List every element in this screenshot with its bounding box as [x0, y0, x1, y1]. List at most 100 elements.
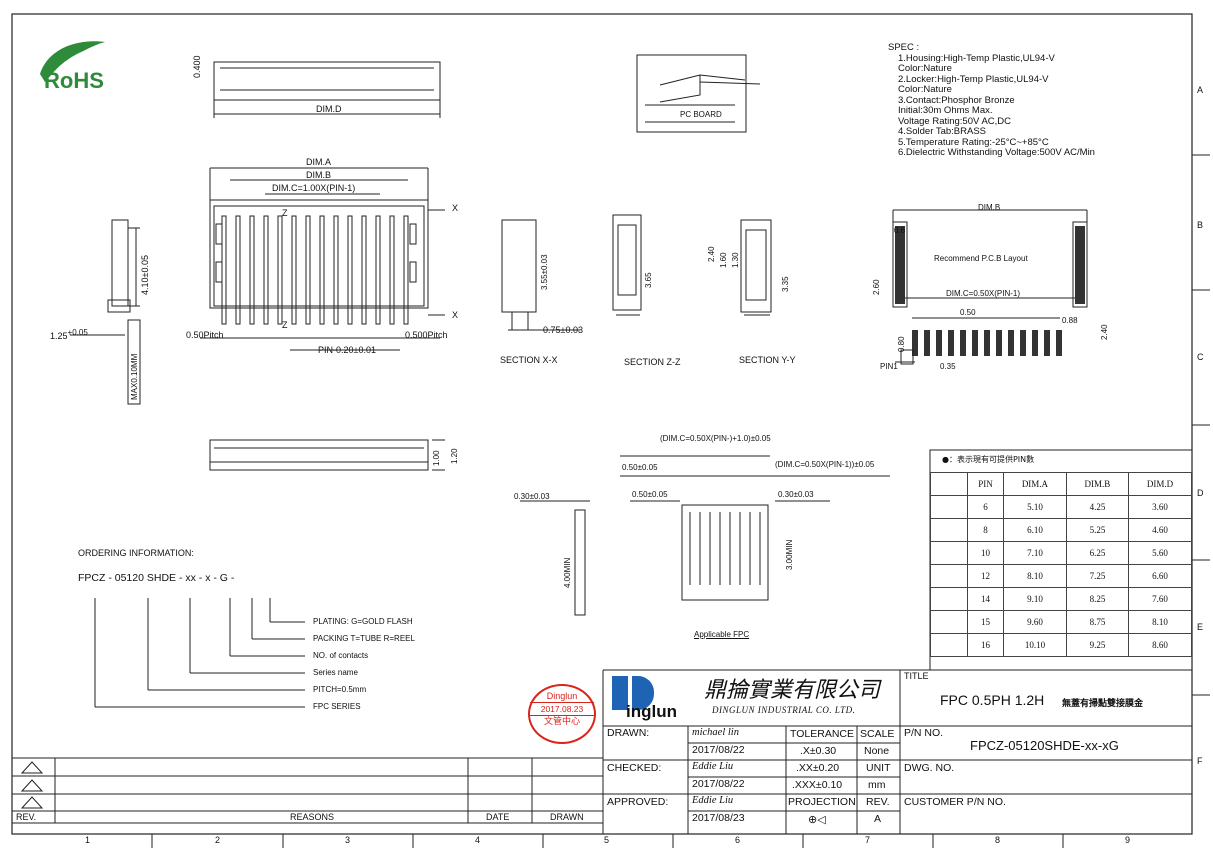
pcb-dim-035: 0.35 — [940, 362, 956, 371]
spec-line-2: Color:Nature — [898, 63, 952, 74]
checked-label: CHECKED: — [607, 762, 662, 774]
pcb-dim-088: 0.88 — [1062, 316, 1078, 325]
grid-col-2: 2 — [215, 835, 221, 845]
dim-160: 1.60 — [719, 252, 728, 268]
grid-col-3: 3 — [345, 835, 351, 845]
dim-125-value: 1.25 — [50, 331, 68, 341]
projection-label: PROJECTION — [788, 796, 856, 808]
table-header: DIM.A — [1002, 472, 1067, 496]
grid-col-1: 1 — [85, 835, 91, 845]
grid-col-9: 9 — [1125, 835, 1131, 845]
checked-by: Eddie Liu — [692, 761, 734, 772]
company-logo: inglun — [612, 676, 692, 722]
ordering-pitch: PITCH=0.5mm — [313, 685, 367, 694]
table-cell: 6.25 — [1065, 541, 1129, 565]
grid-col-4: 4 — [475, 835, 481, 845]
grid-col-5: 5 — [604, 835, 610, 845]
fpc-l030: 0.30±0.03 — [514, 492, 550, 501]
grid-row-b: B — [1197, 220, 1204, 230]
table-cell: 4.25 — [1065, 495, 1129, 519]
max-fpc-label: MAX0.10MM — [130, 353, 139, 400]
pcb-dim-240: 2.40 — [1100, 324, 1109, 340]
table-cell: 15 — [967, 610, 1004, 634]
table-cell: 6 — [967, 495, 1004, 519]
spec-line-8: 4.Solder Tab:BRASS — [898, 126, 987, 137]
table-cell: 7.60 — [1127, 587, 1193, 611]
leaf-icon — [40, 41, 105, 82]
fpc-top-dim: (DIM.C=0.50X(PIN-)+1.0)±0.05 — [660, 434, 771, 443]
table-cell: 7.10 — [1002, 541, 1067, 565]
logo-bars-icon — [612, 676, 628, 710]
table-cell: 8 — [967, 518, 1004, 542]
rev-value: A — [874, 813, 882, 825]
ordering-plating: PLATING: G=GOLD FLASH — [313, 617, 413, 626]
table-header: PIN — [967, 472, 1004, 496]
dim-b-label: DIM.B — [306, 170, 332, 180]
dim-100: 1.00 — [432, 450, 441, 466]
table-cell: 7.25 — [1065, 564, 1129, 588]
tolerance-3: .XXX±0.10 — [792, 779, 843, 791]
pcb-dim-06: 0.6 — [894, 226, 906, 235]
table-note: ●：表示現有可提供PIN數 — [942, 455, 1035, 464]
table-cell: 8.25 — [1065, 587, 1129, 611]
reasons-col-label: REASONS — [290, 812, 335, 822]
spec-line-10: 6.Dielectric Withstanding Voltage:500V A… — [898, 147, 1095, 158]
pcb-dim-c: DIM.C=0.50X(PIN-1) — [946, 289, 1021, 298]
table-header: DIM.B — [1065, 472, 1129, 496]
tolerance-1: .X±0.30 — [800, 745, 837, 757]
x-label-bottom: X — [452, 310, 459, 320]
pcb-title: Recommend P.C.B Layout — [934, 254, 1028, 263]
spec-line-3: 2.Locker:High-Temp Plastic,UL94-V — [898, 73, 1049, 85]
table-cell: 5.10 — [1002, 495, 1067, 519]
logo-d-icon — [632, 676, 654, 710]
tolerance-2: .XX±0.20 — [796, 762, 840, 774]
fpc-caption: Applicable FPC — [694, 630, 750, 639]
fpc-l050b: 0.50±0.05 — [632, 490, 668, 499]
table-cell: 8.10 — [1002, 564, 1067, 588]
pitch-right-label: 0.500Pitch — [405, 330, 448, 340]
table-corner-cell — [930, 472, 968, 496]
drawn-by: michael lin — [692, 727, 739, 738]
z-label-top: Z — [282, 208, 288, 218]
scale-label: SCALE — [860, 728, 895, 740]
unit-label: UNIT — [866, 762, 891, 774]
spec-block: SPEC : 1.Housing:High-Temp Plastic,UL94-… — [888, 42, 1095, 159]
table-cell: 4.60 — [1127, 518, 1193, 542]
checked-date: 2017/08/22 — [692, 778, 745, 790]
dwg-label: DWG. NO. — [904, 762, 955, 774]
dim-0400: 0.400 — [192, 55, 202, 78]
logo-text: inglun — [626, 702, 677, 721]
company-name-cn: 鼎掄實業有限公司 — [704, 678, 881, 703]
table-cell: 14 — [967, 587, 1004, 611]
table-cell: 9.25 — [1065, 633, 1129, 657]
title-label: TITLE — [904, 671, 929, 681]
stamp-line-2: 2017.08.23 — [530, 702, 594, 716]
spec-line-5: 3.Contact:Phosphor Bronze — [898, 94, 1015, 106]
ordering-packing: PACKING T=TUBE R=REEL — [313, 634, 415, 643]
dim-d-label: DIM.D — [316, 104, 342, 114]
pitch-left-label: 0.50Pitch — [186, 330, 224, 340]
date-col-label: DATE — [486, 812, 510, 822]
dim-120: 1.20 — [450, 448, 459, 464]
ordering-contacts: NO. of contacts — [313, 651, 369, 660]
table-cell: 8.75 — [1065, 610, 1129, 634]
pcb-dim-260: 2.60 — [872, 279, 881, 295]
rev-label: REV. — [866, 796, 890, 808]
part-number: FPCZ-05120SHDE-xx-xG — [970, 738, 1119, 753]
ordering-title: ORDERING INFORMATION: — [78, 548, 194, 558]
pcb-pin1: PIN1 — [880, 362, 898, 371]
pc-board-label: PC BOARD — [680, 110, 722, 119]
fpc-h300: 3.00MIN — [785, 539, 794, 570]
stamp-line-1: Dinglun — [546, 691, 578, 701]
dim-335: 3.35 — [781, 276, 790, 292]
grid-row-f: F — [1197, 756, 1203, 766]
rohs-logo: RoHS — [30, 34, 140, 94]
scale-value: None — [864, 745, 890, 757]
pcb-dim-b: DIM.B — [978, 203, 1001, 212]
dim-410: 4.10±0.05 — [140, 255, 150, 295]
approved-by: Eddie Liu — [692, 795, 734, 806]
drawn-date: 2017/08/22 — [692, 744, 745, 756]
